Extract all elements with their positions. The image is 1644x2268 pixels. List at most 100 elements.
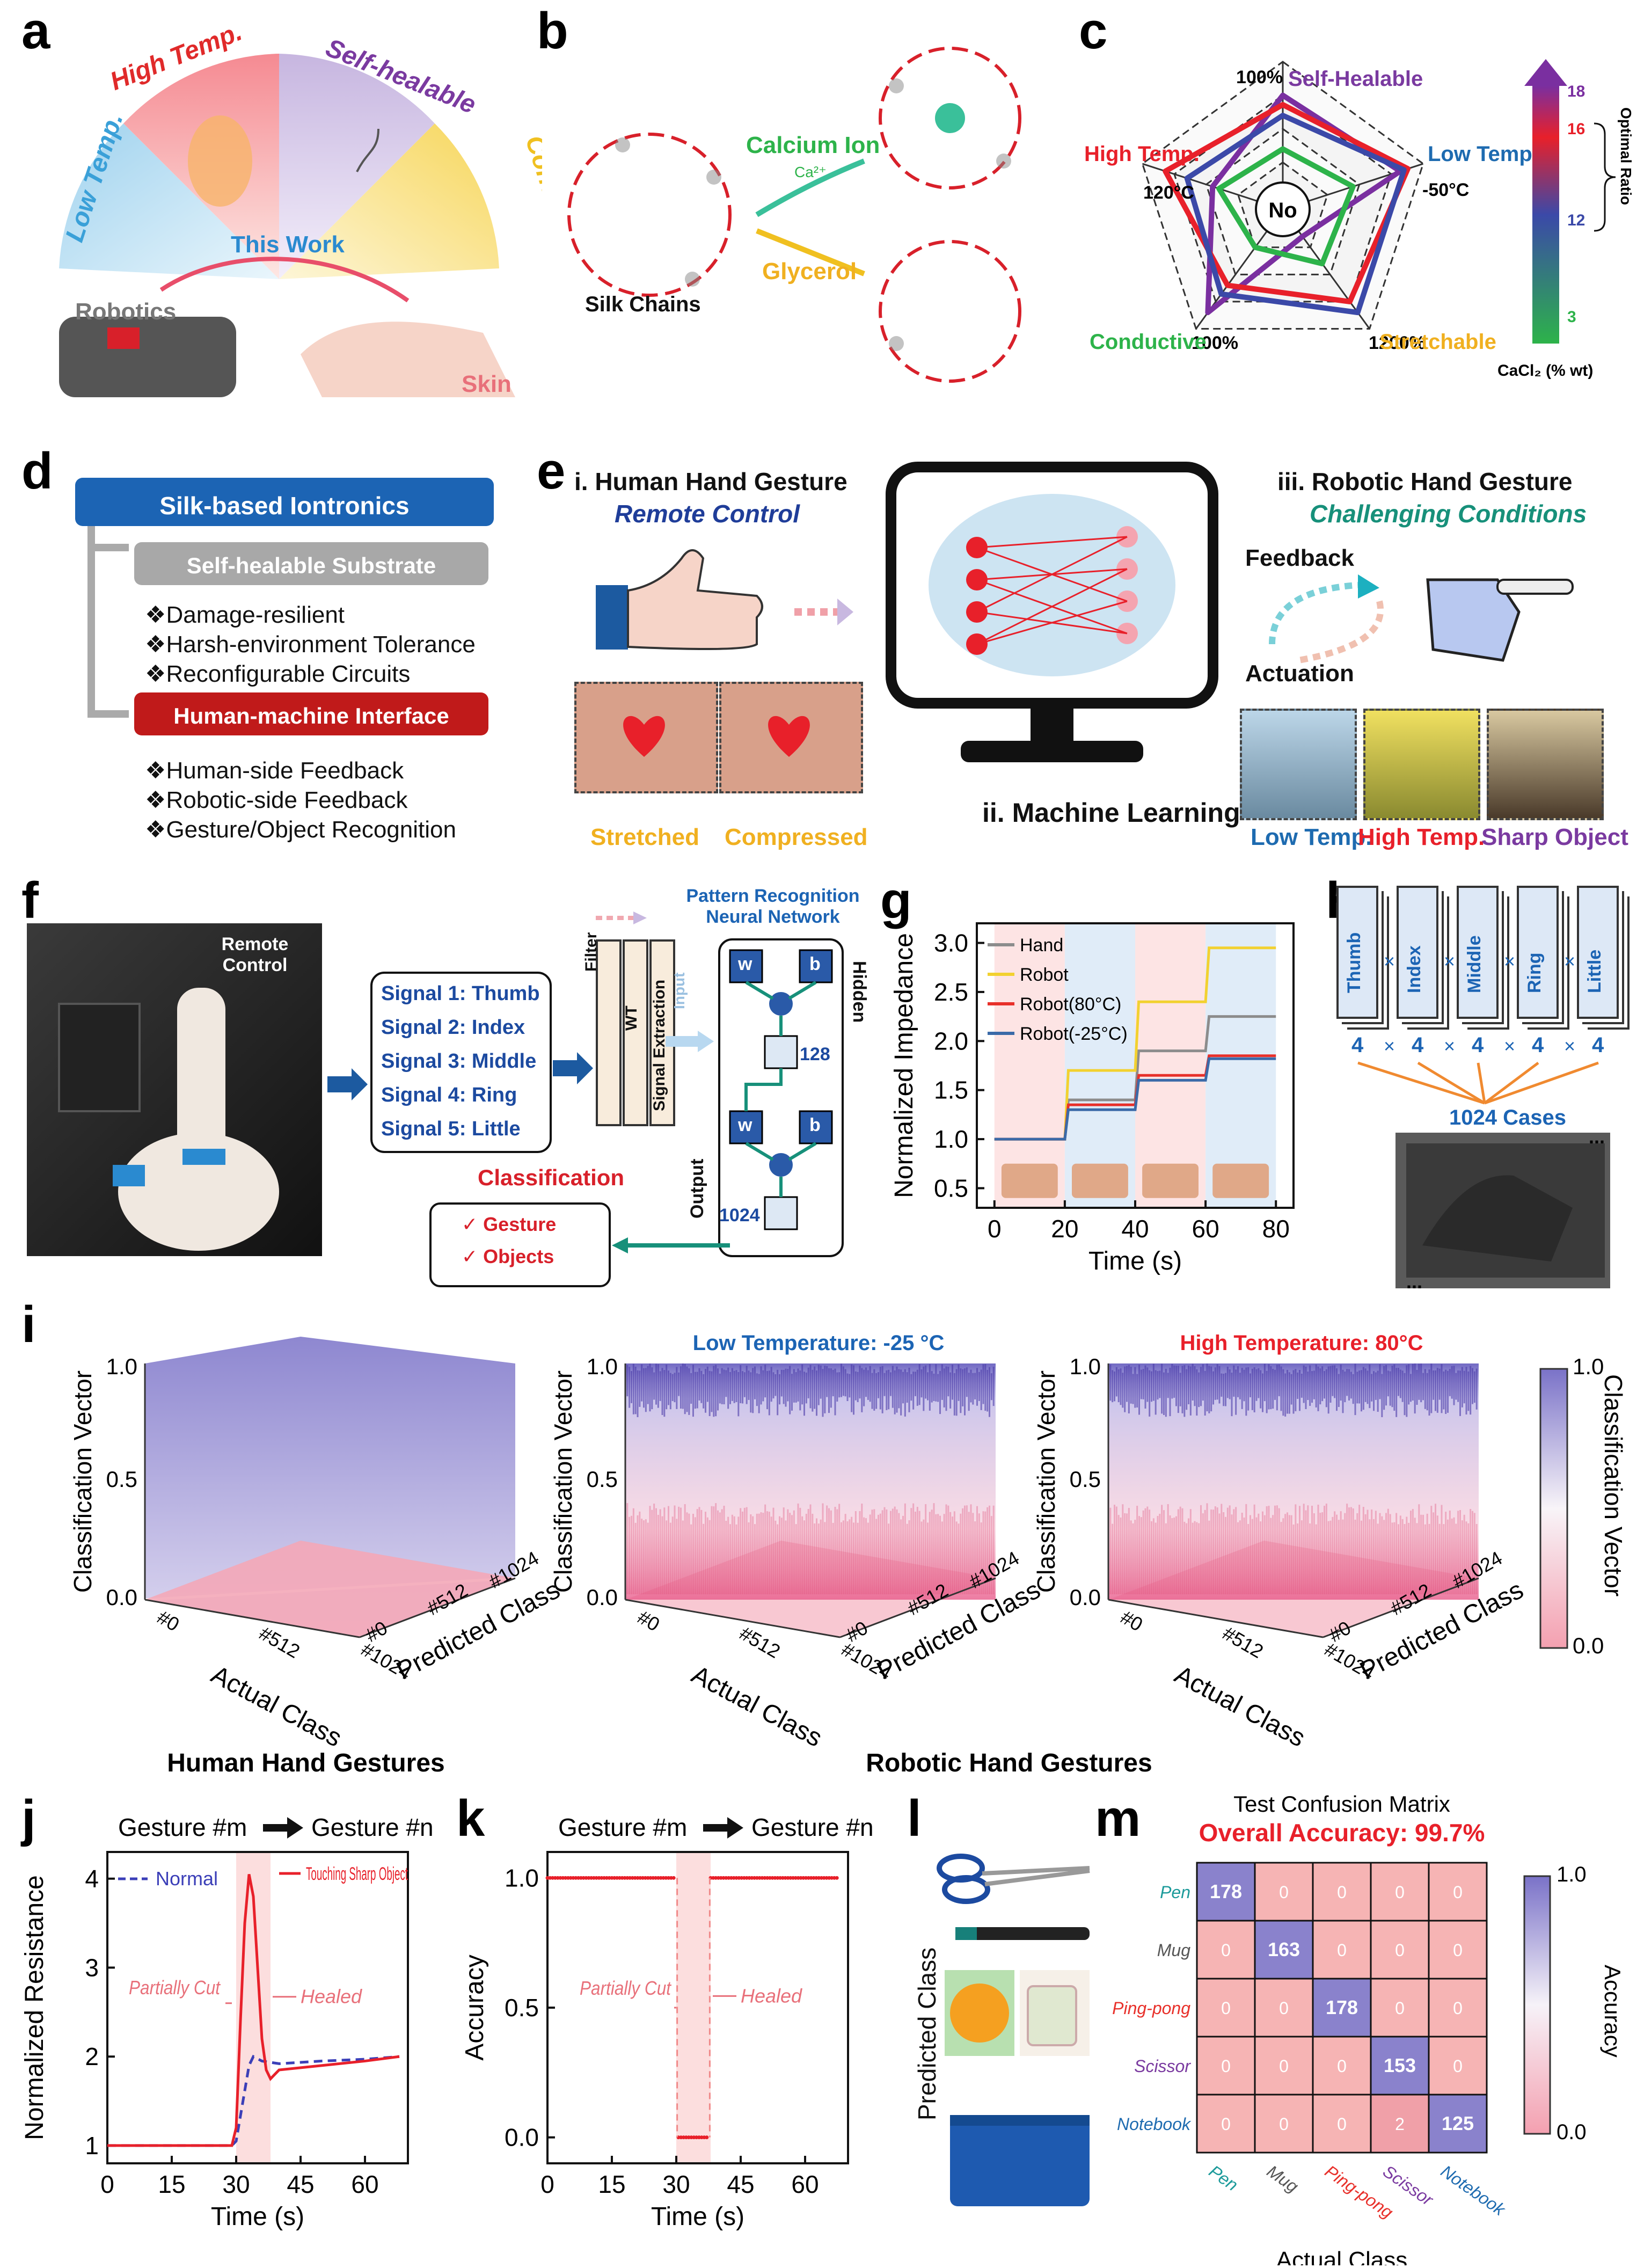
times-sign: × xyxy=(1384,1035,1395,1058)
caption-high-temp: High Temp. xyxy=(1358,824,1485,851)
i-z-label: Classification Vector xyxy=(549,1370,577,1593)
radar-axis-high-temp: High Temp. xyxy=(1084,142,1200,166)
y-tick-label: 1.0 xyxy=(505,1864,539,1892)
i-plot-title: High Temperature: 80°C xyxy=(1180,1331,1423,1355)
panel-m: Test Confusion MatrixOverall Accuracy: 9… xyxy=(1095,1788,1644,2265)
label-partially-cut: Partially Cut xyxy=(580,1977,672,1999)
ping-pong-icon xyxy=(945,1970,1014,2056)
accuracy-point xyxy=(672,1876,676,1880)
gesture-m-label: Gesture #m xyxy=(118,1813,247,1841)
y-tick-label: 0.5 xyxy=(934,1174,968,1202)
legend-entry: Robot(-25°C) xyxy=(1020,1024,1128,1044)
y-tick-label: 0.5 xyxy=(505,1994,539,2022)
legend-entry: Robot(80°C) xyxy=(1020,994,1121,1015)
i-x-tick: #512 xyxy=(1219,1622,1267,1662)
d-connectors xyxy=(86,526,247,848)
m-x-label: Actual Class xyxy=(1276,2247,1408,2265)
m-col-label: Notebook xyxy=(1437,2161,1509,2220)
matrix-cell-value: 0 xyxy=(1453,2056,1463,2076)
x-axis-label: Time (s) xyxy=(211,2203,304,2231)
matrix-cell-value: 0 xyxy=(1221,1999,1231,2018)
i-cb-title: Classification Vector xyxy=(1599,1374,1627,1596)
x-tick-label: 40 xyxy=(1121,1215,1149,1243)
i-x-tick: #0 xyxy=(634,1606,663,1636)
panel-h: ... ... Thumb4××Index4××Middle4××Ring4××… xyxy=(1326,875,1644,1294)
matrix-cell-value: 153 xyxy=(1384,2054,1416,2076)
nn-128: 128 xyxy=(800,1044,830,1065)
y-tick-label: 4 xyxy=(85,1865,99,1893)
legend-entry: Robot xyxy=(1020,965,1069,985)
photo-sharp-object xyxy=(1487,709,1604,820)
legend-touching: Touching Sharp Object xyxy=(306,1864,408,1884)
i-cb-bottom: 0.0 xyxy=(1573,1633,1604,1658)
classification-title: Classification xyxy=(478,1165,624,1191)
cb-tick-16: 16 xyxy=(1567,120,1585,138)
combination-line xyxy=(1485,1063,1538,1103)
nn-hidden: Hidden xyxy=(849,961,870,1023)
matrix-cell-value: 0 xyxy=(1337,1883,1347,1902)
panel-b-graphic: Calcium Ion Ca²⁺ Glycerol Silk Chains xyxy=(542,0,1084,408)
radar-axis-stretchable: Stretchable xyxy=(1379,330,1496,354)
m-row-label: Mug xyxy=(1157,1941,1190,1960)
m-cb-title: Accuracy xyxy=(1600,1965,1625,2058)
robotic-hand-icon xyxy=(59,317,236,397)
times-sign: × xyxy=(1384,950,1395,973)
calcium-ion-icon xyxy=(935,103,965,133)
radar-colorbar xyxy=(1532,86,1559,344)
x-axis-label: Time (s) xyxy=(1088,1247,1182,1275)
label-partially-cut: Partially Cut xyxy=(129,1977,221,1999)
nn-b2: b xyxy=(809,1115,821,1136)
i-z-tick: 0.5 xyxy=(587,1467,618,1492)
f-remote-label: Remote Control xyxy=(209,934,301,976)
h-dots-bottom: ... xyxy=(1406,1271,1422,1293)
accuracy-point xyxy=(705,2135,708,2139)
nn-output: Output xyxy=(687,1159,708,1219)
finger-count-ring: 4 xyxy=(1532,1033,1544,1058)
radar-tick-top: 100% xyxy=(1236,67,1283,87)
human-thumb-icon xyxy=(585,537,853,660)
photo-low-temp xyxy=(1240,709,1357,820)
nn-title: Pattern Recognition Neural Network xyxy=(671,886,875,928)
x-tick-label: 0 xyxy=(540,2170,554,2198)
nn-w2: w xyxy=(738,1115,752,1136)
gesture-m-label: Gesture #m xyxy=(558,1813,687,1841)
wt-label: WT xyxy=(623,1005,641,1031)
radar-axis-self-healable: Self-Healable xyxy=(1288,67,1423,91)
feedback-loop-icon xyxy=(1251,569,1626,676)
matrix-cell-value: 0 xyxy=(1279,1999,1289,2018)
flame-icon xyxy=(188,115,252,207)
y-tick-label: 2.5 xyxy=(934,978,968,1006)
y-tick-label: 2.0 xyxy=(934,1027,968,1055)
i-z-label: Classification Vector xyxy=(1032,1370,1060,1593)
x-tick-label: 0 xyxy=(988,1215,1002,1243)
combination-line xyxy=(1485,1063,1598,1103)
m-row-label: Ping-pong xyxy=(1112,1999,1190,2018)
i-z-tick: 0.5 xyxy=(106,1467,137,1492)
label-calcium-ion: Calcium Ion xyxy=(746,132,880,158)
matrix-cell-value: 0 xyxy=(1395,1883,1405,1902)
panel-k: 0153045600.00.51.0Time (s)AccuracyGestur… xyxy=(440,1788,880,2265)
panel-a: Low Temp. High Temp. Self-healable Condu… xyxy=(0,0,542,408)
times-sign: × xyxy=(1444,1035,1455,1058)
y-tick-label: 2 xyxy=(85,2043,99,2070)
e-h3: iii. Robotic Hand Gesture xyxy=(1277,467,1573,496)
accuracy-chart: 0153045600.00.51.0Time (s)AccuracyGestur… xyxy=(440,1788,880,2265)
finger-count-index: 4 xyxy=(1412,1033,1423,1058)
times-sign: × xyxy=(1564,950,1575,973)
pen-icon xyxy=(955,1927,1090,1940)
colorbar-title: CaCl₂ (% wt) xyxy=(1497,362,1593,380)
label-conductive: Conductive xyxy=(520,132,542,274)
signal-3: Signal 3: Middle xyxy=(381,1050,536,1073)
cb-tick-3: 3 xyxy=(1567,308,1576,326)
panel-l: Predicted Class xyxy=(880,1788,1095,2265)
i-robotic-caption: Robotic Hand Gestures xyxy=(866,1749,1152,1777)
m-cb-top: 1.0 xyxy=(1557,1863,1587,1886)
finger-label-little: Little xyxy=(1584,950,1605,993)
i-x-tick: #512 xyxy=(255,1622,304,1662)
m-cb-bottom: 0.0 xyxy=(1557,2120,1587,2144)
panel-g: 0204060800.51.01.52.02.53.0Time (s)Norma… xyxy=(870,875,1326,1294)
times-sign: × xyxy=(1444,950,1455,973)
matrix-cell-value: 2 xyxy=(1395,2114,1405,2134)
nn-1024: 1024 xyxy=(719,1205,760,1226)
d-title: Silk-based Iontronics xyxy=(75,491,494,520)
